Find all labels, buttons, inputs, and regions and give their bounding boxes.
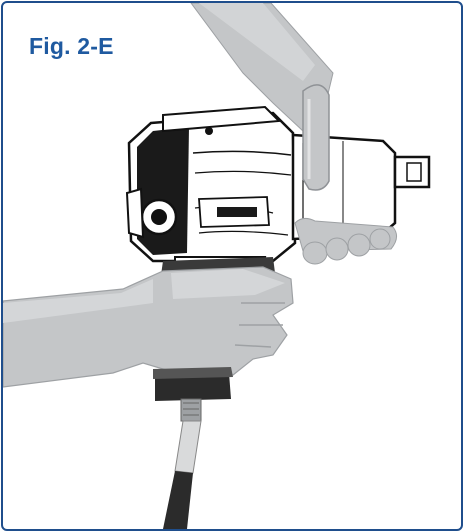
side-handle <box>302 84 330 191</box>
right-hand-fingers <box>294 217 397 265</box>
air-hose <box>163 398 202 529</box>
figure-label: Fig. 2-E <box>29 33 114 59</box>
impact-wrench-illustration <box>3 3 431 529</box>
left-arm-hand <box>3 266 294 388</box>
grip-base <box>153 367 233 401</box>
impact-wrench <box>125 105 431 277</box>
